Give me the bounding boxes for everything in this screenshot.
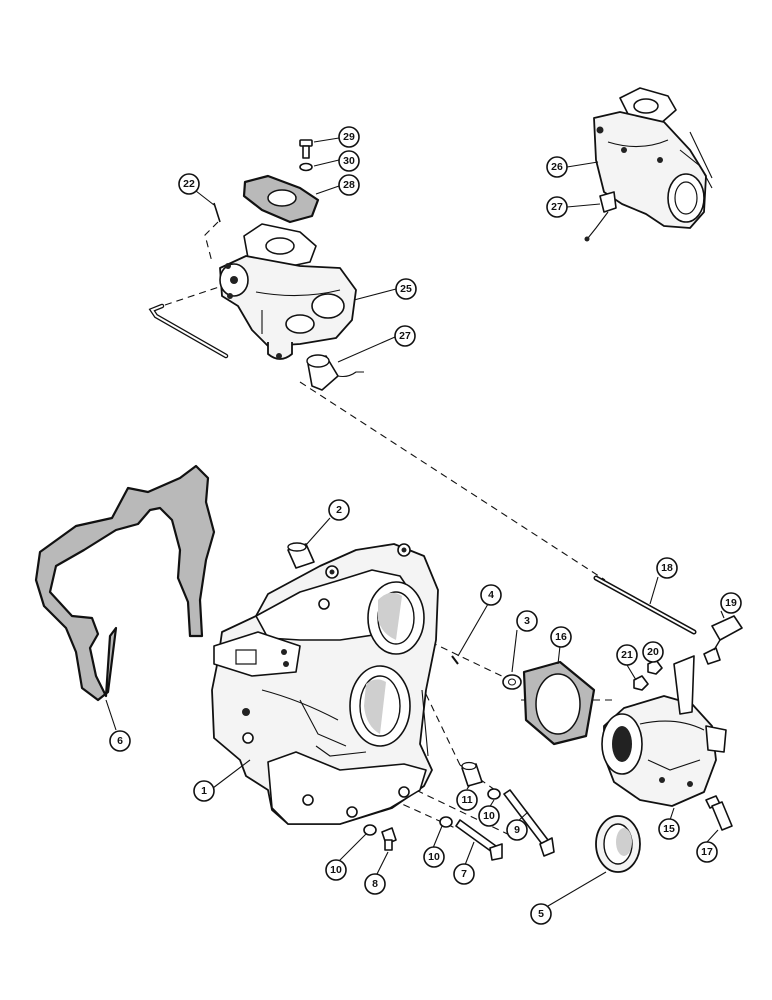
governor-assembly-part-15 — [601, 655, 727, 807]
pin-part-4 — [451, 655, 459, 665]
carburetor-assembly-26 — [584, 87, 713, 242]
callout-20-label: 20 — [647, 646, 659, 658]
callout-4: 4 — [480, 584, 502, 606]
washer-part-3 — [502, 674, 522, 690]
front-cover-gasket-part-6 — [34, 464, 216, 702]
washer-part-10c — [439, 816, 453, 828]
callout-30: 30 — [338, 150, 360, 172]
callout-25-label: 25 — [400, 283, 412, 295]
callout-19-label: 19 — [725, 597, 737, 609]
callout-6: 6 — [109, 730, 131, 752]
rod-part-18 — [593, 575, 697, 635]
sleeve-part-11 — [461, 761, 483, 787]
carburetor-assembly-25 — [148, 139, 364, 391]
callouts: 29 30 28 22 25 27 26 27 2 4 3 16 18 19 2… — [109, 126, 742, 925]
solenoid-part-27-upper — [306, 354, 364, 391]
bolt-part-9 — [503, 789, 555, 857]
sleeve-part-2 — [287, 542, 315, 569]
callout-17-label: 17 — [701, 846, 713, 858]
choke-rod — [148, 303, 229, 359]
callout-29: 29 — [338, 126, 360, 148]
callout-4-label: 4 — [488, 589, 494, 601]
callout-18-label: 18 — [661, 562, 673, 574]
callout-5-label: 5 — [538, 908, 544, 920]
callout-1: 1 — [193, 780, 215, 802]
callout-15-label: 15 — [663, 823, 675, 835]
callout-29-label: 29 — [343, 131, 355, 143]
callout-10c: 10 — [423, 846, 445, 868]
callout-10c-label: 10 — [428, 851, 440, 863]
callout-11-label: 11 — [461, 794, 472, 806]
callout-27-right-label: 27 — [551, 201, 563, 213]
callout-25: 25 — [395, 278, 417, 300]
washer-part-10b — [363, 824, 377, 836]
callout-9-label: 9 — [514, 824, 520, 836]
bolt-part-8 — [381, 827, 397, 851]
callout-10b: 10 — [325, 859, 347, 881]
callout-7: 7 — [453, 863, 475, 885]
callout-28-label: 28 — [343, 179, 355, 191]
bolt-part-7 — [455, 819, 503, 861]
callout-1-label: 1 — [201, 785, 207, 797]
callout-6-label: 6 — [117, 735, 123, 747]
callout-16: 16 — [550, 626, 572, 648]
callout-28: 28 — [338, 174, 360, 196]
callout-30-label: 30 — [343, 155, 355, 167]
callout-10a: 10 — [478, 805, 500, 827]
callout-21: 21 — [616, 644, 638, 666]
callout-26: 26 — [546, 156, 568, 178]
callout-8: 8 — [364, 873, 386, 895]
callout-3-label: 3 — [524, 615, 530, 627]
callout-11: 11 — [456, 789, 478, 811]
seal-part-5 — [595, 815, 641, 873]
carburetor-body-25 — [219, 223, 357, 360]
callout-3: 3 — [516, 610, 538, 632]
callout-19: 19 — [720, 592, 742, 614]
callout-9: 9 — [506, 819, 528, 841]
callout-21-label: 21 — [621, 649, 633, 661]
nut-part-21 — [633, 675, 649, 691]
callout-2: 2 — [328, 499, 350, 521]
bolt-part-17 — [705, 795, 733, 831]
callout-7-label: 7 — [461, 868, 467, 880]
gasket-part-28 — [242, 174, 320, 224]
washer-part-30 — [299, 162, 313, 172]
gasket-part-16 — [522, 660, 596, 746]
callout-5: 5 — [530, 903, 552, 925]
callout-22: 22 — [178, 173, 200, 195]
callout-20: 20 — [642, 641, 664, 663]
callout-15: 15 — [658, 818, 680, 840]
callout-22-label: 22 — [183, 178, 195, 190]
callout-10a-label: 10 — [483, 810, 495, 822]
link-part-19 — [703, 615, 743, 665]
washer-part-10a — [487, 788, 501, 800]
callout-17: 17 — [696, 841, 718, 863]
callout-27-upper: 27 — [394, 325, 416, 347]
callout-10b-label: 10 — [330, 864, 342, 876]
callout-2-label: 2 — [336, 504, 342, 516]
callout-16-label: 16 — [555, 631, 567, 643]
bolt-part-29 — [299, 139, 313, 159]
callout-26-label: 26 — [551, 161, 563, 173]
callout-27-upper-label: 27 — [399, 330, 411, 342]
timing-cover-part-1 — [211, 543, 439, 825]
leader-lines — [105, 137, 725, 907]
callout-18: 18 — [656, 557, 678, 579]
callout-27-right: 27 — [546, 196, 568, 218]
callout-8-label: 8 — [372, 878, 378, 890]
pin-part-22 — [213, 202, 221, 223]
